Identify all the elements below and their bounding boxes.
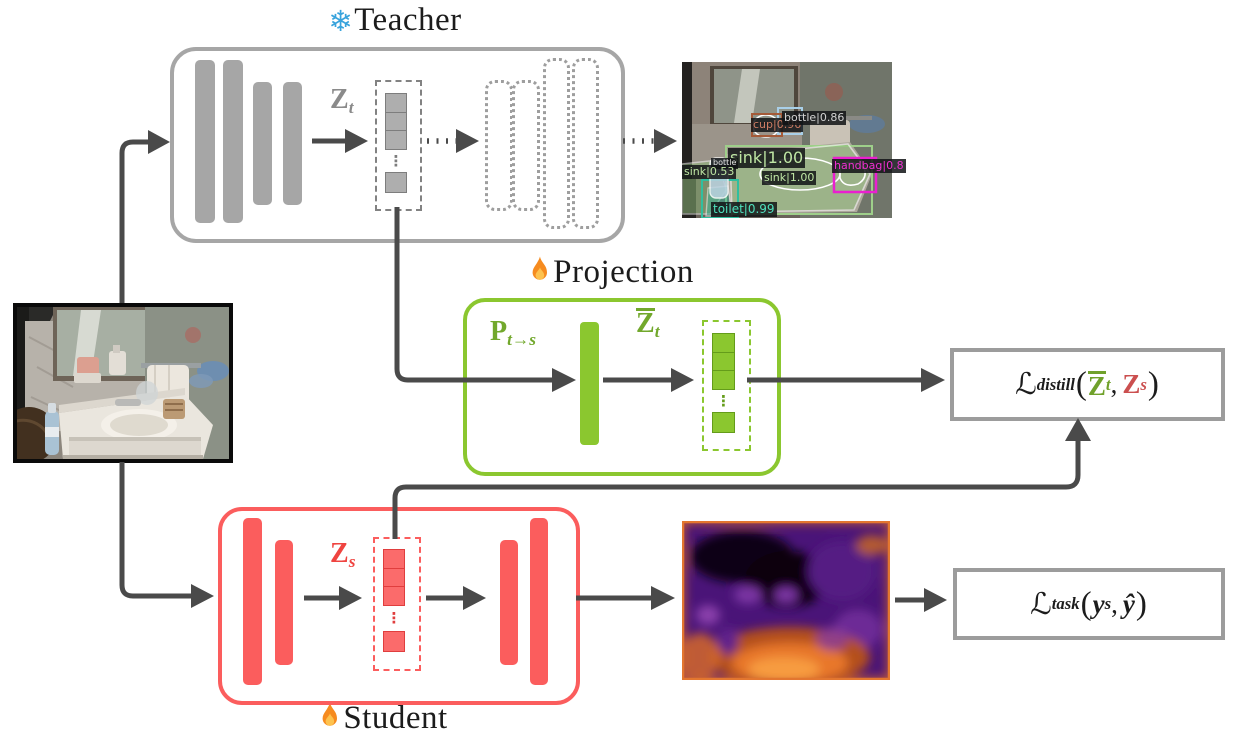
student-latent-tokens: ⋮ — [373, 537, 421, 671]
detection-label-toilet: toilet|0.99 — [711, 202, 777, 218]
teacher-decoder-bar — [572, 58, 599, 229]
detection-label-bottle: bottle|0.86 — [782, 111, 847, 126]
detection-label-bottle-small: bottle — [711, 158, 739, 169]
teacher-title-text: Teacher — [354, 2, 462, 38]
student-title: Student — [298, 698, 468, 739]
teacher-title: ❄ Teacher — [300, 2, 490, 39]
teacher-encoder-bar — [253, 82, 272, 205]
projection-title: Projection — [505, 252, 717, 293]
script-l: ℒ — [1030, 586, 1052, 622]
token-square — [712, 412, 735, 433]
projected-latent-tokens: ⋮ — [702, 320, 751, 451]
projected-latent-label: Zt — [636, 308, 660, 342]
token-square — [385, 93, 407, 113]
projection-matrix-label: Pt→s — [490, 316, 537, 350]
vertical-ellipsis: ⋮ — [388, 152, 404, 170]
arrow-teacher-to-detection-dashed — [623, 129, 677, 153]
token-square — [383, 549, 405, 569]
student-title-text: Student — [343, 700, 448, 736]
projection-title-text: Projection — [553, 254, 694, 290]
snowflake-icon: ❄ — [328, 3, 354, 38]
token-square — [383, 631, 405, 652]
arrow-input-to-teacher — [119, 130, 170, 303]
teacher-decoder-bar — [485, 80, 513, 211]
depth-map — [681, 520, 891, 681]
token-square — [383, 567, 405, 588]
student-encoder-bar — [275, 540, 293, 665]
token-square — [385, 130, 407, 150]
detection-label-sink-large: sink|1.00 — [728, 148, 806, 168]
projection-layer-bar — [580, 322, 599, 445]
script-l: ℒ — [1015, 367, 1037, 402]
detection-scene — [681, 62, 892, 219]
input-image — [1, 303, 233, 463]
detection-label-sink-small: sink|1.00 — [762, 171, 817, 186]
teacher-encoder-bar — [283, 82, 302, 205]
token-square — [712, 351, 735, 372]
token-square — [712, 333, 735, 353]
bathroom-scene — [1, 307, 229, 463]
fire-icon — [528, 255, 552, 293]
teacher-encoder-bar — [223, 60, 243, 223]
token-square — [383, 586, 405, 606]
teacher-output-detection-image: cup|0.96 bottle|0.86 sink|1.00 bottle si… — [681, 62, 906, 219]
student-output-depth-image — [681, 520, 891, 681]
teacher-decoder-bar — [543, 58, 570, 229]
vertical-ellipsis: ⋮ — [386, 609, 402, 627]
teacher-latent-label: Zt — [330, 84, 354, 118]
teacher-decoder-bar — [512, 80, 540, 211]
token-square — [385, 111, 407, 132]
token-square — [385, 172, 407, 193]
detection-label-sink-left: sink|0.53 — [682, 165, 737, 180]
detection-label-handbag: handbag|0.8 — [832, 159, 906, 174]
arrow-student-to-depth — [576, 586, 675, 610]
arrow-depth-to-task-loss — [895, 588, 947, 612]
arrow-input-to-student — [119, 462, 214, 608]
fire-icon — [318, 701, 342, 739]
teacher-encoder-bar — [195, 60, 215, 223]
student-decoder-bar — [530, 518, 548, 685]
student-latent-label: Zs — [330, 538, 356, 572]
teacher-latent-tokens: ⋮ — [375, 80, 422, 211]
student-decoder-bar — [500, 540, 518, 665]
vertical-ellipsis: ⋮ — [716, 392, 731, 410]
student-encoder-bar — [243, 518, 262, 685]
token-square — [712, 370, 735, 390]
